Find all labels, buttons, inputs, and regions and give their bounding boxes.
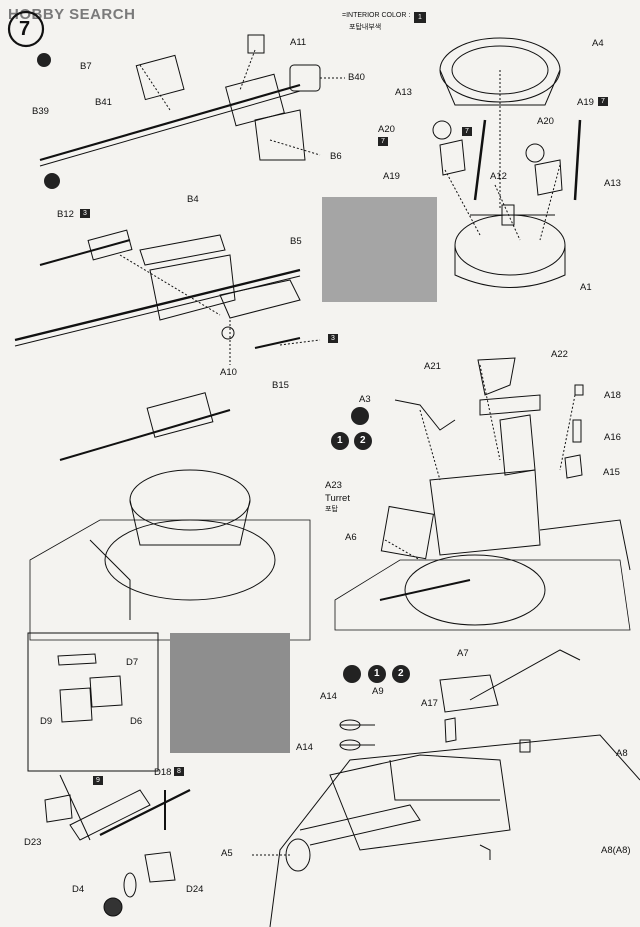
- part-label-b40: B40: [348, 72, 365, 83]
- part-label-a11: A11: [290, 37, 307, 48]
- part-label-d24: D24: [186, 884, 204, 895]
- part-label-d18: D18: [154, 767, 172, 778]
- part-label-a21: A21: [424, 361, 441, 372]
- part-label-a4: A4: [592, 38, 604, 49]
- part-label-a13-right: A13: [604, 178, 621, 189]
- part-label-b15: B15: [272, 380, 289, 391]
- part-label-a22: A22: [551, 349, 568, 360]
- step-circle: [7, 10, 45, 48]
- turret-sub: 포탑: [325, 506, 338, 513]
- part-label-a3: A3: [359, 394, 371, 405]
- part-label-a1: A1: [580, 282, 592, 293]
- reference-photo-turret-interior: [322, 197, 437, 302]
- color-badge-b12: 3: [80, 209, 90, 218]
- part-label-a20-right: A20: [537, 116, 554, 127]
- part-label-b12: B12: [57, 209, 74, 220]
- part-label-a8: A8: [616, 748, 628, 759]
- part-label-a14-bottom: A14: [296, 742, 313, 753]
- part-label-d7: D7: [126, 657, 139, 668]
- part-label-d6: D6: [130, 716, 143, 727]
- part-label-a19-right: A19: [577, 97, 594, 108]
- part-label-a9: A9: [372, 686, 384, 697]
- part-label-a19-left: A19: [383, 171, 400, 182]
- color-badge-d18: 8: [174, 767, 184, 776]
- part-label-a17: A17: [421, 698, 438, 709]
- option-badge-2: 2: [360, 435, 366, 446]
- part-label-a18: A18: [604, 390, 621, 401]
- color-badge-a20-left: 7: [378, 137, 388, 146]
- part-label-b39: B39: [32, 106, 49, 117]
- color-badge-interior: 1: [414, 12, 426, 23]
- reference-photo-turret-mounted: [170, 633, 290, 753]
- part-label-a5: A5: [221, 848, 233, 859]
- part-label-a20-left: A20: [378, 124, 395, 135]
- option-badge-1-lower: 1: [374, 668, 380, 679]
- color-badge-d23: 9: [93, 776, 103, 785]
- part-label-b7: B7: [80, 61, 92, 72]
- color-badge-a20-mid: 7: [462, 127, 472, 136]
- part-label-b5: B5: [290, 236, 302, 247]
- part-label-b4: B4: [187, 194, 199, 205]
- option-badge-2-lower: 2: [398, 668, 404, 679]
- part-label-d9: D9: [40, 716, 53, 727]
- part-label-a13-left: A13: [395, 87, 412, 98]
- part-label-a8-a8: A8(A8): [601, 845, 631, 856]
- part-label-d4: D4: [72, 884, 85, 895]
- option-badge-1: 1: [337, 435, 343, 446]
- turret-label: Turret: [325, 493, 350, 504]
- part-label-a14-top: A14: [320, 691, 337, 702]
- part-label-a7: A7: [457, 648, 469, 659]
- interior-color-label: =INTERIOR COLOR :: [342, 12, 411, 19]
- part-label-a16: A16: [604, 432, 621, 443]
- part-label-a15: A15: [603, 467, 620, 478]
- color-badge-b15: 3: [328, 334, 338, 343]
- part-label-a6: A6: [345, 532, 357, 543]
- step-number: 7: [19, 18, 31, 40]
- interior-color-sub: 포탑내부색: [349, 24, 382, 31]
- part-label-d23: D23: [24, 837, 42, 848]
- part-label-b41: B41: [95, 97, 112, 108]
- part-label-a12: A12: [490, 171, 507, 182]
- part-label-b6: B6: [330, 151, 342, 162]
- part-label-a10: A10: [220, 367, 237, 378]
- color-badge-a19: 7: [598, 97, 608, 106]
- part-label-a23: A23: [325, 480, 342, 491]
